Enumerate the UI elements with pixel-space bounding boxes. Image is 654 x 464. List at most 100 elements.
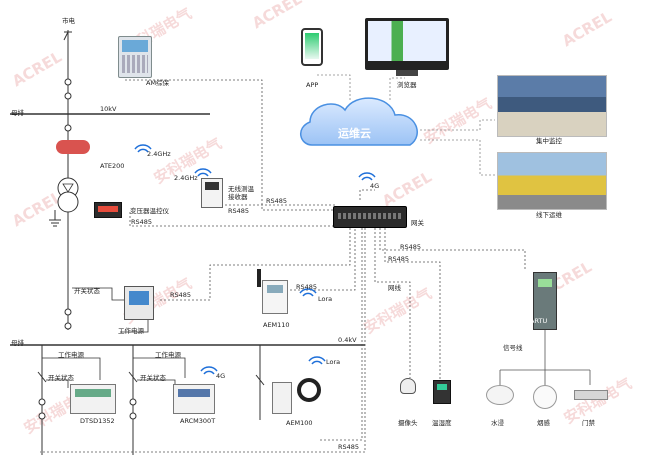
kv10-label: 10kV [100, 105, 117, 113]
network-cable-label: 网线 [388, 284, 401, 292]
switch-contact [255, 374, 265, 386]
phone-screen [305, 33, 319, 59]
device-display [98, 206, 118, 212]
offline-om-label: 线下运维 [536, 211, 562, 219]
central-monitor-label: 集中监控 [536, 137, 562, 145]
work-power-3-label: 工作电源 [155, 351, 181, 359]
am-protection-device [118, 36, 152, 78]
rs485-bottom-line [40, 228, 366, 453]
breaker-symbol [64, 308, 72, 316]
cloud-offline-link [420, 139, 495, 176]
browser-monitor [365, 18, 449, 70]
mains-label: 市电 [62, 17, 75, 25]
browser-label: 浏览器 [397, 81, 417, 89]
work-power-wire-3 [133, 357, 186, 378]
monitor-screen [368, 21, 446, 61]
cloud-app-link [315, 74, 351, 100]
g4-mid-label: 4G [216, 372, 226, 380]
dtsd1352-meter [70, 384, 116, 414]
work-power-wire-2 [42, 357, 101, 380]
g4-top-label: 4G [370, 182, 380, 190]
offline-om-photo [497, 152, 607, 210]
lora2-label: Lora [326, 358, 341, 366]
work-power-wire-1 [120, 320, 149, 333]
rs485-am-label: RS485 [266, 197, 288, 205]
aem100-ct-coil [297, 378, 321, 402]
monitor-stand [396, 70, 418, 76]
transformer-ctrl-label: 变压器温控仪 [130, 207, 169, 215]
rs485-aem110-label: RS485 [296, 283, 318, 291]
device-screen [122, 40, 148, 52]
rs485-switch-line [160, 228, 351, 301]
wireless-receiver-device [201, 178, 223, 208]
wifi-icon [134, 144, 152, 153]
wifi-icon [194, 168, 212, 177]
device-screen [75, 389, 111, 397]
ate200-label: ATE200 [100, 162, 125, 170]
door-label: 门禁 [582, 419, 595, 427]
breaker-symbol [64, 92, 72, 100]
wifi-icon [308, 356, 326, 365]
switch-status-2-label: 开关状态 [48, 374, 74, 382]
water-label: 水浸 [491, 419, 504, 427]
device-screen [129, 291, 149, 305]
device-buttons [122, 55, 148, 73]
camera-label: 摄像头 [398, 419, 418, 427]
rs485-ttc-label: RS485 [131, 218, 153, 226]
device-screen [205, 182, 219, 190]
gateway-device [333, 206, 407, 228]
door-sensor-device [574, 390, 608, 400]
kv04-label: 0.4kV [338, 336, 357, 344]
app-label: APP [306, 81, 319, 89]
cloud-monitor-link [420, 119, 495, 131]
mains-switch-symbol [63, 31, 72, 41]
artu-label: ARTU [530, 317, 548, 325]
artu-device [533, 272, 557, 330]
aem110-label: AEM110 [263, 321, 290, 329]
arcm300t-device [173, 384, 215, 414]
antenna [257, 269, 261, 287]
smoke-label: 烟感 [537, 419, 550, 427]
dtsd-label: DTSD1352 [80, 417, 115, 425]
ghz1-label: 2.4GHz [147, 150, 171, 158]
switch-contact [128, 371, 138, 383]
device-screen [178, 389, 210, 397]
device-screen [437, 384, 447, 390]
app-phone [301, 28, 323, 66]
breaker-symbol [38, 412, 46, 420]
switch-status-meter [124, 286, 154, 320]
network-camera-line [374, 228, 411, 378]
rs485-gw1-label: RS485 [400, 243, 422, 251]
ghz2-label: 2.4GHz [174, 174, 198, 182]
temp-humidity-label: 温湿度 [432, 419, 452, 427]
device-indicator [538, 279, 552, 287]
busbar-bottom-label: 母排 [11, 339, 24, 347]
switch-status-wire-2 [46, 379, 69, 388]
smoke-sensor-device [533, 385, 557, 409]
breaker-symbol [64, 124, 72, 132]
breaker-symbol [64, 322, 72, 330]
ate200-sensor [56, 140, 90, 154]
rs485-temp-line [384, 228, 441, 380]
am-protection-label: AM综保 [146, 79, 170, 87]
busbar-top-label: 母排 [11, 109, 24, 117]
breaker-symbol [38, 398, 46, 406]
rs485-aem110-line [290, 228, 356, 291]
breaker-symbol [129, 398, 137, 406]
wifi-icon [358, 172, 376, 181]
arcm-label: ARCM300T [180, 417, 216, 425]
switch-contact [37, 371, 47, 383]
gateway-label: 网关 [411, 219, 424, 227]
wifi-icon [299, 288, 317, 297]
switch-status-3-label: 开关状态 [140, 374, 166, 382]
breaker-symbol [129, 412, 137, 420]
rs485-wtr-label: RS485 [228, 207, 250, 215]
central-monitor-photo [497, 75, 607, 137]
switch-status-1-label: 开关状态 [74, 287, 100, 295]
work-power-2-label: 工作电源 [58, 351, 84, 359]
water-sensor-device [486, 385, 514, 405]
gateway-ports [338, 213, 402, 219]
cloud-shape [300, 97, 418, 146]
rs485-gw2-label: RS485 [388, 255, 410, 263]
